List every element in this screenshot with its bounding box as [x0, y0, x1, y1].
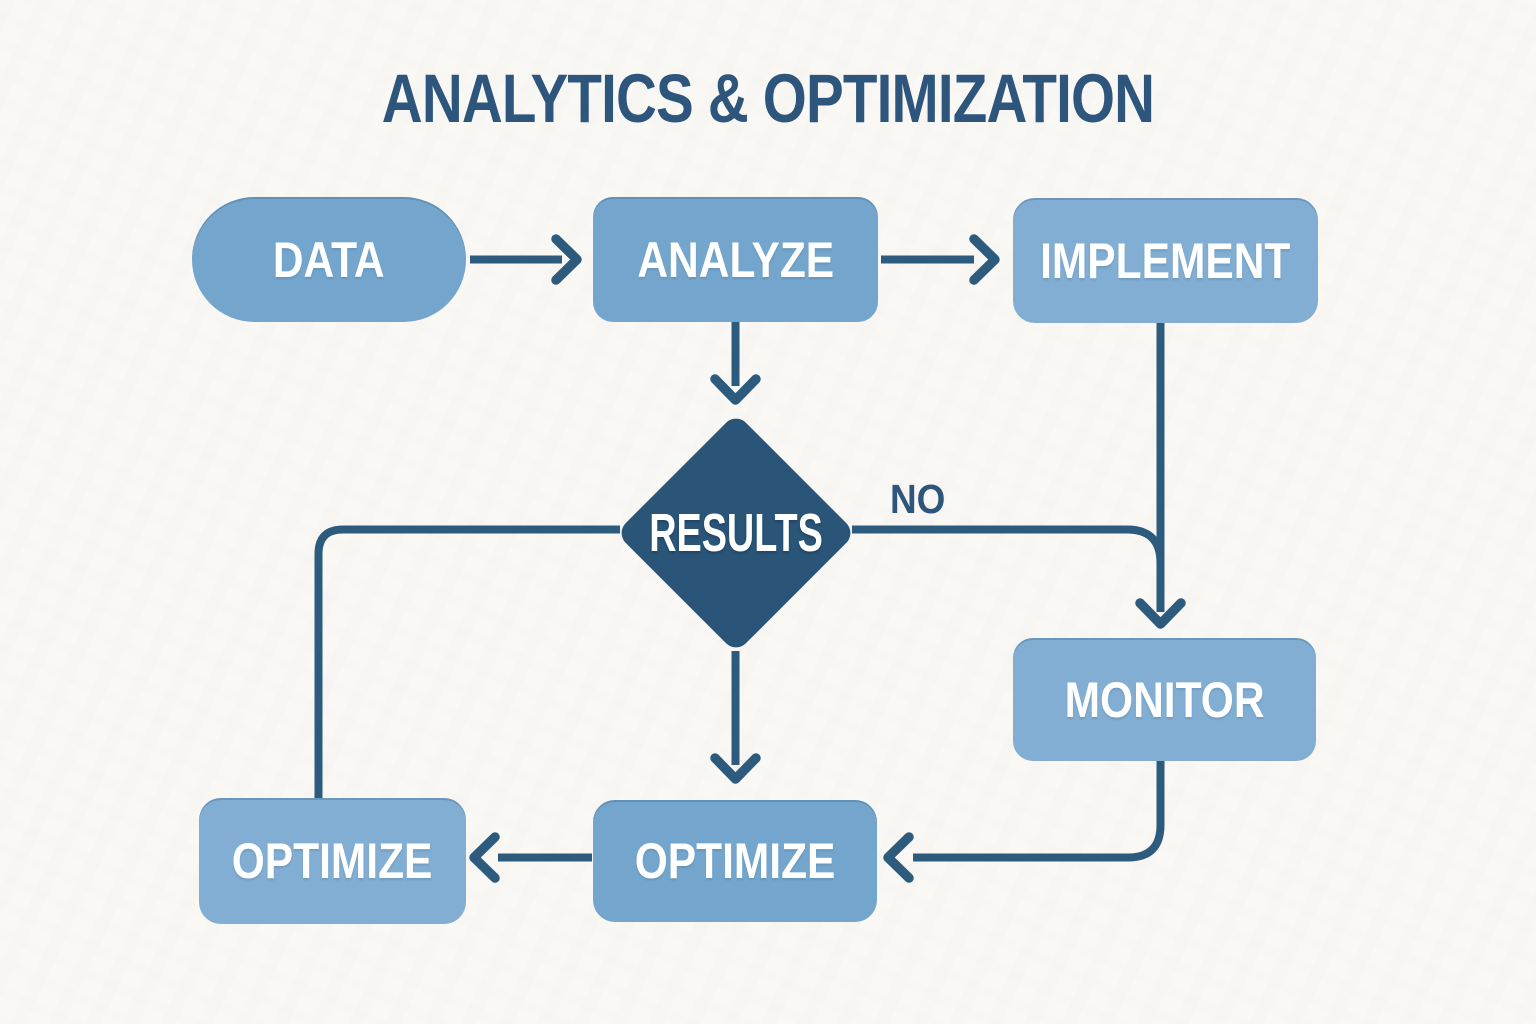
node-optimize-center-label: OPTIMIZE	[634, 833, 836, 889]
arrowhead-optimize-optimize-left	[469, 832, 500, 883]
arrowhead-analyze-results	[710, 374, 761, 405]
node-optimize-center: OPTIMIZE	[593, 800, 877, 922]
connector-monitor-optimize	[913, 761, 1165, 862]
node-data-label: DATA	[273, 231, 385, 288]
node-monitor: MONITOR	[1013, 638, 1316, 761]
node-optimize-left-label: OPTIMIZE	[232, 833, 433, 889]
node-implement-label: IMPLEMENT	[1040, 232, 1291, 289]
node-monitor-label: MONITOR	[1064, 671, 1265, 728]
arrowhead-analyze-implement	[969, 234, 1000, 285]
connector-results-optimize-left-loop	[314, 525, 620, 799]
connector-results-no-branch	[852, 525, 1165, 564]
diagram-title: ANALYTICS & OPTIMIZATION	[381, 60, 1155, 137]
arrowhead-implement-monitor	[1135, 598, 1186, 629]
node-implement: IMPLEMENT	[1013, 198, 1318, 323]
node-analyze-label: ANALYZE	[637, 231, 834, 288]
arrowhead-monitor-optimize	[883, 832, 914, 883]
arrowhead-results-optimize	[710, 753, 761, 784]
node-analyze: ANALYZE	[593, 197, 878, 322]
edge-label-no: NO	[890, 476, 946, 522]
node-optimize-left: OPTIMIZE	[199, 798, 466, 924]
node-data: DATA	[192, 197, 466, 322]
node-results-label: RESULTS	[649, 503, 823, 564]
arrowhead-data-analyze	[551, 234, 582, 285]
